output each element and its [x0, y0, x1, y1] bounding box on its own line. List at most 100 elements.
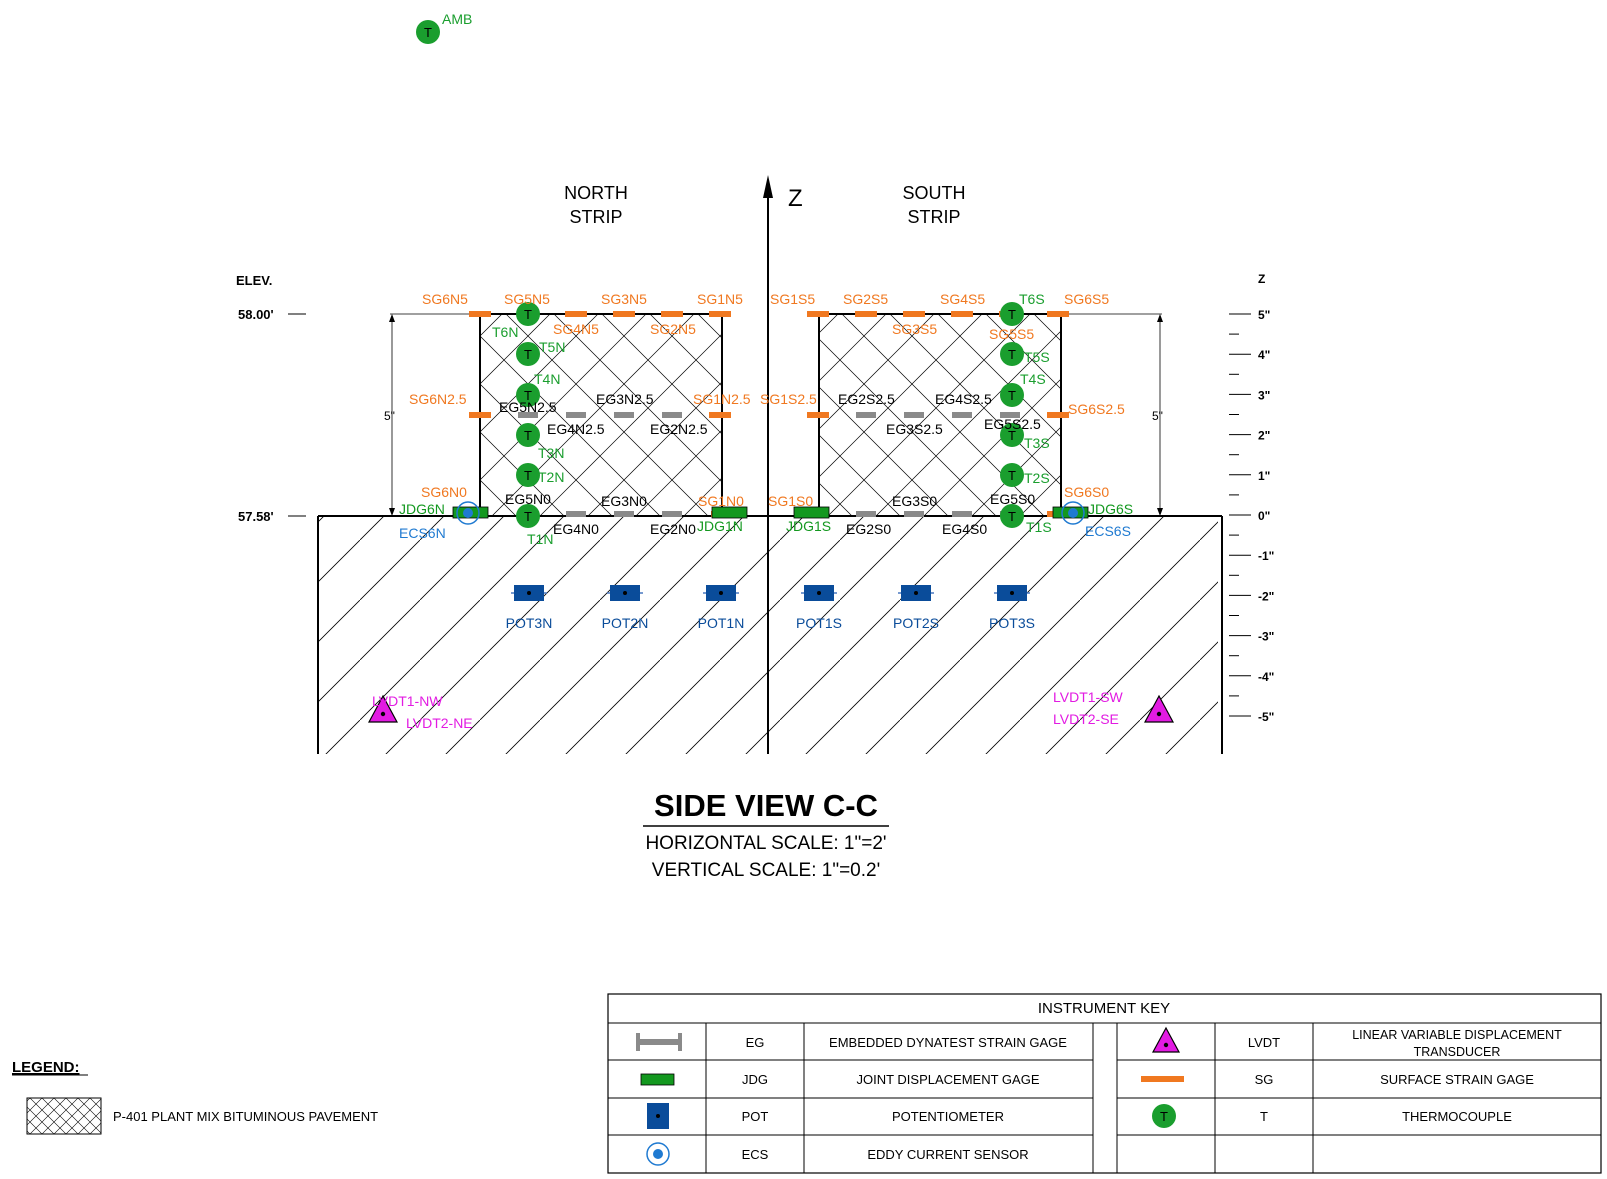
eg-label: EG5S0: [990, 491, 1035, 507]
thermo-label: T4S: [1020, 371, 1046, 387]
sg-label: SG1N5: [697, 291, 743, 307]
sg-label: SG6S0: [1064, 484, 1109, 500]
sg-label: SG6N2.5: [409, 391, 467, 407]
eg-label: EG5N0: [505, 491, 551, 507]
svg-text:T: T: [1008, 347, 1016, 362]
sg-mark: [903, 311, 925, 317]
legend-heading: LEGEND:: [12, 1059, 80, 1076]
z-tick-label: 1": [1258, 469, 1270, 483]
pot-label: POT2N: [602, 615, 649, 631]
svg-text:T: T: [524, 509, 532, 524]
key-desc: LINEAR VARIABLE DISPLACEMENT: [1352, 1028, 1562, 1042]
sg-label: SG1N0: [698, 493, 744, 509]
sg-label: SG5S5: [989, 326, 1034, 342]
sg-label: SG4N5: [553, 321, 599, 337]
thermo-label: T6N: [492, 324, 518, 340]
thermocouple-icon: T: [516, 383, 540, 407]
key-desc: TRANSDUCER: [1414, 1045, 1501, 1059]
key-title: INSTRUMENT KEY: [1038, 1000, 1170, 1017]
ecs-icon: [646, 1142, 670, 1166]
key-code: EG: [746, 1035, 765, 1050]
eg-mark: [904, 511, 924, 517]
pot-icon: [647, 1103, 669, 1129]
north-strip-title-2: STRIP: [569, 207, 622, 227]
eg-mark: [856, 511, 876, 517]
sg-label: SG4S5: [940, 291, 985, 307]
legend-item: P-401 PLANT MIX BITUMINOUS PAVEMENT: [113, 1109, 378, 1124]
sg-mark: [1047, 412, 1069, 418]
amb-thermocouple: T AMB: [416, 11, 472, 44]
thermocouple-icon: T: [1000, 423, 1024, 447]
sg-mark: [855, 311, 877, 317]
right-dim-label: 5": [1152, 409, 1163, 423]
z-tick-label: 5": [1258, 308, 1270, 322]
thermocouple-icon: T: [1000, 342, 1024, 366]
svg-text:T: T: [1008, 428, 1016, 443]
z-tick-label: -3": [1258, 630, 1274, 644]
thermo-label: T6S: [1019, 291, 1045, 307]
ecs-labels: ECS6N ECS6S: [399, 523, 1131, 541]
z-tick-label: -1": [1258, 549, 1274, 563]
eg-label: EG3S0: [892, 493, 937, 509]
lvdt1-nw-label: LVDT1-NW: [372, 693, 443, 709]
z-tick-label: 2": [1258, 429, 1270, 443]
lvdt2-se-label: LVDT2-SE: [1053, 711, 1119, 727]
thermocouple-icon: T: [1152, 1104, 1176, 1128]
eg-label: EG2S0: [846, 521, 891, 537]
jdg-label: JDG6N: [399, 501, 445, 517]
z-tick-label: -5": [1258, 710, 1274, 724]
ecs-label: ECS6S: [1085, 523, 1131, 539]
left-dim-label: 5": [384, 409, 395, 423]
sg-label: SG3N5: [601, 291, 647, 307]
sg-mark: [951, 311, 973, 317]
z-tick-label: -2": [1258, 589, 1274, 603]
key-code: POT: [742, 1109, 769, 1124]
thermo-label: T4N: [534, 371, 560, 387]
svg-text:T: T: [1008, 388, 1016, 403]
svg-text:T: T: [1008, 468, 1016, 483]
elev-label: ELEV.: [236, 273, 272, 288]
z-tick-label: 0": [1258, 509, 1270, 523]
lvdt-icon: [1151, 1026, 1181, 1053]
key-code: JDG: [742, 1072, 768, 1087]
eg-mark: [904, 412, 924, 418]
pot-label: POT1S: [796, 615, 842, 631]
sg-mark: [565, 311, 587, 317]
thermocouple-icon: T: [516, 463, 540, 487]
eg-mark: [566, 412, 586, 418]
eg-mark: [952, 511, 972, 517]
eg-label: EG5S2.5: [984, 416, 1041, 432]
potentiometers: [511, 585, 1030, 601]
z-tick-label: -4": [1258, 670, 1274, 684]
lvdt2-ne-label: LVDT2-NE: [406, 715, 473, 731]
legend: LEGEND: P-401 PLANT MIX BITUMINOUS PAVEM…: [12, 1059, 378, 1135]
svg-text:T: T: [524, 307, 532, 322]
key-desc: POTENTIOMETER: [892, 1109, 1004, 1124]
thermocouple-icon: T: [1000, 302, 1024, 326]
sg-label: SG6S5: [1064, 291, 1109, 307]
jdg-icon: [640, 1073, 675, 1086]
north-strip-slab: [479, 313, 723, 517]
thermocouple-icon: T: [1000, 383, 1024, 407]
sg-mark: [469, 311, 491, 317]
key-desc: THERMOCOUPLE: [1402, 1109, 1512, 1124]
jdg-label: JDG1S: [786, 518, 831, 534]
svg-text:T: T: [524, 347, 532, 362]
eg-label: EG4N0: [553, 521, 599, 537]
pot-icon: [703, 585, 739, 601]
eg-mark: [518, 412, 538, 418]
horizontal-scale: HORIZONTAL SCALE: 1"=2': [645, 833, 886, 854]
sg-mark: [807, 311, 829, 317]
eg-mark: [856, 412, 876, 418]
z-scale: Z 5"4"3"2"1"0"-1"-2"-3"-4"-5": [1229, 272, 1274, 724]
sg-mark: [613, 311, 635, 317]
pot-label: POT3S: [989, 615, 1035, 631]
thermocouple-icon: T: [516, 423, 540, 447]
pot-icon: [994, 585, 1030, 601]
eg-mark: [662, 412, 682, 418]
jdg-labels: JDG6N JDG1N JDG1S JDG6S: [399, 501, 1133, 534]
eg-label: EG5N2.5: [499, 399, 557, 415]
eg-icon: [636, 1033, 682, 1051]
thermo-label: T5N: [539, 339, 565, 355]
svg-text:T: T: [1008, 509, 1016, 524]
